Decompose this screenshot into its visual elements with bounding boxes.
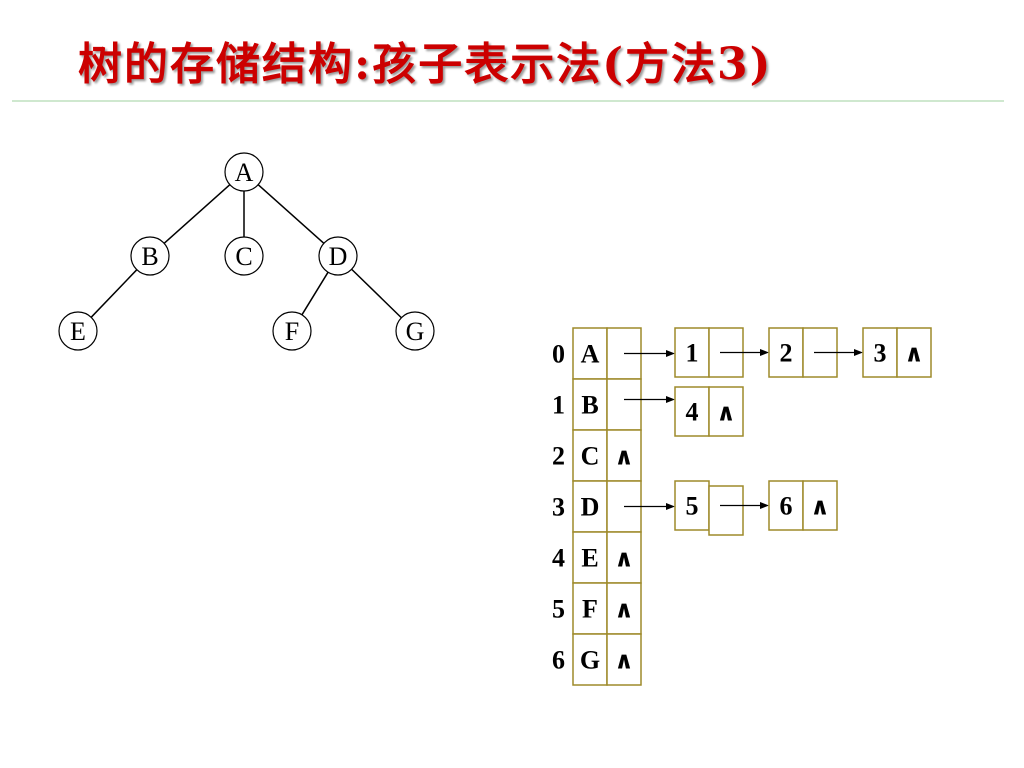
null-pointer: ∧ [614,596,634,624]
null-pointer: ∧ [716,399,736,427]
child-node-1: 1 [674,327,769,378]
tree-node-b: B [130,236,170,276]
data-value: E [581,544,598,573]
child-index: 3 [874,339,887,368]
child-index: 1 [686,339,699,368]
node-label: D [329,242,348,271]
tree-edge-b-e [90,269,138,318]
tree-edges [90,184,402,319]
null-pointer: ∧ [614,647,634,675]
row-index: 5 [552,595,565,624]
tree-nodes: A B C D E F G [58,152,435,351]
firstchild-cell [606,531,642,584]
tree-edge-a-b [163,184,231,244]
data-cell [572,531,608,584]
row-index: 3 [552,493,565,522]
tree-edge-d-g [351,268,402,319]
tree-node-e: E [58,311,98,351]
row-index: 4 [552,544,565,573]
firstchild-cell [606,378,642,431]
next-arrow [814,349,863,356]
child-index: 4 [686,398,699,427]
row-index: 0 [552,340,565,369]
data-value: F [582,595,598,624]
tree-node-f: F [272,311,312,351]
child-node-2: 2 [768,327,863,378]
data-value: A [581,340,600,369]
pointer-arrow [624,350,675,357]
null-pointer: ∧ [810,493,830,521]
child-node-5: 5 [674,480,769,536]
child-index-cell [862,327,898,378]
node-label: A [235,158,254,187]
data-value: C [581,442,600,471]
row-index: 6 [552,646,565,675]
node-label: B [141,242,158,271]
data-cell [572,633,608,686]
child-node-4: 4∧ [674,386,744,437]
null-pointer: ∧ [614,545,634,573]
node-label: E [70,317,86,346]
tree-edge-a-d [257,184,325,244]
node-circle [130,236,170,276]
firstchild-cell [606,633,642,686]
node-circle [224,152,264,192]
data-value: B [581,391,598,420]
pointer-arrow [624,396,675,403]
pointer-arrow [624,503,675,510]
node-label: F [285,317,299,346]
child-index-cell [674,327,710,378]
data-cell [572,429,608,482]
node-circle [58,311,98,351]
tree-node-a: A [224,152,264,192]
child-index-cell [768,480,804,531]
row-index: 2 [552,442,565,471]
child-index-cell [768,327,804,378]
data-value: D [581,493,600,522]
node-circle [272,311,312,351]
child-index-cell [674,386,710,437]
child-index: 2 [780,339,793,368]
node-circle [224,236,264,276]
child-index: 6 [780,492,793,521]
node-label: G [406,317,425,346]
child-node-3: 3∧ [862,327,932,378]
row-index: 1 [552,391,565,420]
null-pointer: ∧ [614,443,634,471]
node-label: C [235,242,252,271]
slide-title: 树的存储结构:孩子表示法(方法3) [78,39,773,90]
child-node-6: 6∧ [768,480,838,531]
next-cell [896,327,932,378]
tree-node-g: G [395,311,435,351]
tree-node-c: C [224,236,264,276]
tree-edge-d-f [301,271,329,316]
node-circle [318,236,358,276]
child-index: 5 [686,492,699,521]
data-value: G [580,646,600,675]
next-arrow [720,502,769,509]
null-pointer: ∧ [904,340,924,368]
next-arrow [720,349,769,356]
next-cell [708,386,744,437]
data-cell [572,327,608,380]
tree-node-d: D [318,236,358,276]
title-divider [12,100,1004,102]
next-cell [802,480,838,531]
firstchild-cell [606,429,642,482]
node-circle [395,311,435,351]
next-cell [708,485,744,536]
